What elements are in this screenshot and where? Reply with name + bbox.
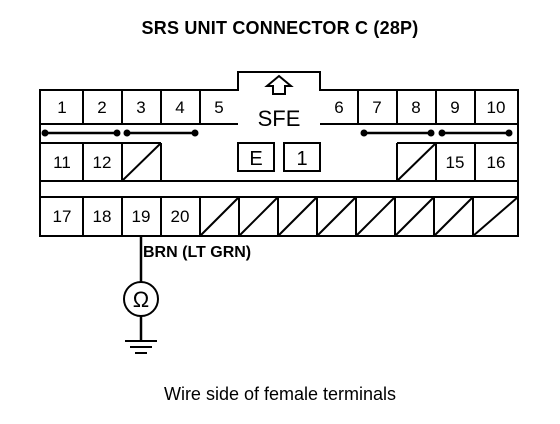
pin-label: 8 — [411, 98, 420, 117]
center-box-left-label: E — [249, 148, 262, 170]
pin-label: 10 — [487, 98, 506, 117]
pin-label: 3 — [136, 98, 145, 117]
center-box-right-label: 1 — [296, 148, 307, 170]
pin-label: 6 — [334, 98, 343, 117]
pin-label: 5 — [214, 98, 223, 117]
diagram-caption: Wire side of female terminals — [163, 384, 397, 404]
arrow-up-outline-icon — [264, 74, 294, 95]
connector-code: SFE — [258, 106, 301, 131]
pin-label: 20 — [171, 207, 190, 226]
ground-icon — [125, 340, 157, 354]
center-box-left — [237, 142, 275, 172]
pin-label: 2 — [97, 98, 106, 117]
ohm-symbol: Ω — [133, 287, 149, 312]
pin-label: 4 — [175, 98, 184, 117]
pin-label: 12 — [93, 153, 112, 172]
pin-label: 11 — [53, 153, 71, 172]
pin-label: 9 — [450, 98, 459, 117]
pin-label: 7 — [372, 98, 381, 117]
center-box-right — [283, 142, 321, 172]
pin-label: 15 — [446, 153, 465, 172]
pin-label: 16 — [487, 153, 506, 172]
pin-label: 17 — [53, 207, 72, 226]
pin-label: 19 — [132, 207, 151, 226]
wire-color-label: BRN (LT GRN) — [143, 244, 252, 261]
pin-label: 1 — [57, 98, 66, 117]
pin-label: 18 — [93, 207, 112, 226]
diagram-title: SRS UNIT CONNECTOR C (28P) — [141, 18, 419, 38]
